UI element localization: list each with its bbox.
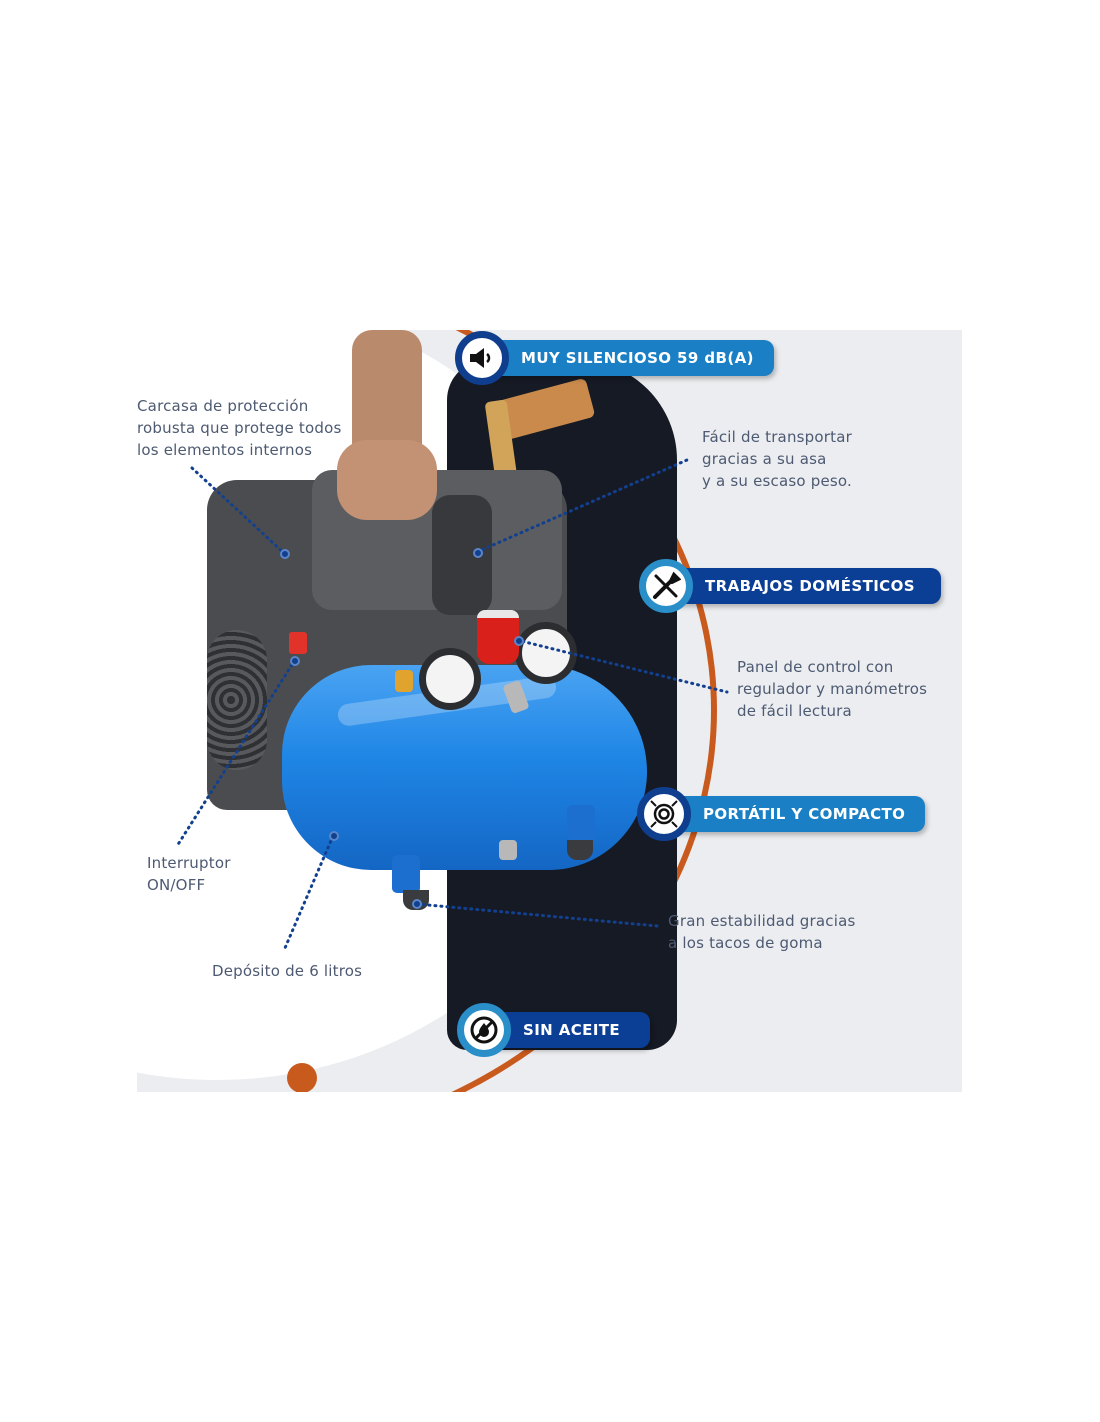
on-off-switch	[289, 632, 307, 654]
tank-foot-back	[567, 805, 595, 843]
pin-rubber-feet	[412, 899, 422, 909]
pin-handle	[473, 548, 483, 558]
pressure-gauge-right	[515, 622, 577, 684]
compact-arrows-icon	[637, 787, 691, 841]
callout-stability: Gran estabilidad gracias a los tacos de …	[668, 912, 856, 952]
badge-silent-label: MUY SILENCIOSO 59 dB(A)	[479, 340, 774, 376]
tools-icon	[639, 559, 693, 613]
no-oil-icon	[457, 1003, 511, 1057]
callout-tank-capacity: Depósito de 6 litros	[212, 962, 363, 980]
person-hand	[337, 440, 437, 520]
drain-valve	[499, 840, 517, 860]
badge-silent: MUY SILENCIOSO 59 dB(A)	[455, 331, 774, 385]
infographic-panel: Carcasa de protección robusta que proteg…	[137, 330, 962, 1092]
callout-control-panel: Panel de control con regulador y manómet…	[737, 658, 928, 720]
orange-arc-endpoint	[287, 1063, 317, 1092]
leader-lines	[175, 458, 729, 950]
tank-foot-front	[392, 855, 420, 893]
pin-housing	[280, 549, 290, 559]
badge-domestic-label: TRABAJOS DOMÉSTICOS	[663, 568, 941, 604]
safety-valve	[395, 670, 413, 692]
pressure-gauge-left	[419, 648, 481, 710]
callout-switch: Interruptor ON/OFF	[147, 854, 231, 894]
speaker-icon	[455, 331, 509, 385]
pin-switch	[290, 656, 300, 666]
badge-compact-label: PORTÁTIL Y COMPACTO	[661, 796, 926, 832]
badge-compact: PORTÁTIL Y COMPACTO	[637, 787, 926, 841]
badge-oil-free: SIN ACEITE	[457, 1003, 651, 1057]
fan-grille	[207, 630, 267, 770]
rubber-foot-back	[567, 840, 593, 860]
callout-housing: Carcasa de protección robusta que proteg…	[137, 397, 342, 459]
orange-arc	[137, 330, 717, 1092]
badge-domestic: TRABAJOS DOMÉSTICOS	[639, 559, 941, 613]
badge-oil-free-label: SIN ACEITE	[481, 1012, 651, 1048]
pressure-regulator-knob	[477, 610, 519, 664]
pin-tank	[329, 831, 339, 841]
callout-portability: Fácil de transportar gracias a su asa y …	[702, 428, 852, 490]
pin-control-panel	[514, 636, 524, 646]
